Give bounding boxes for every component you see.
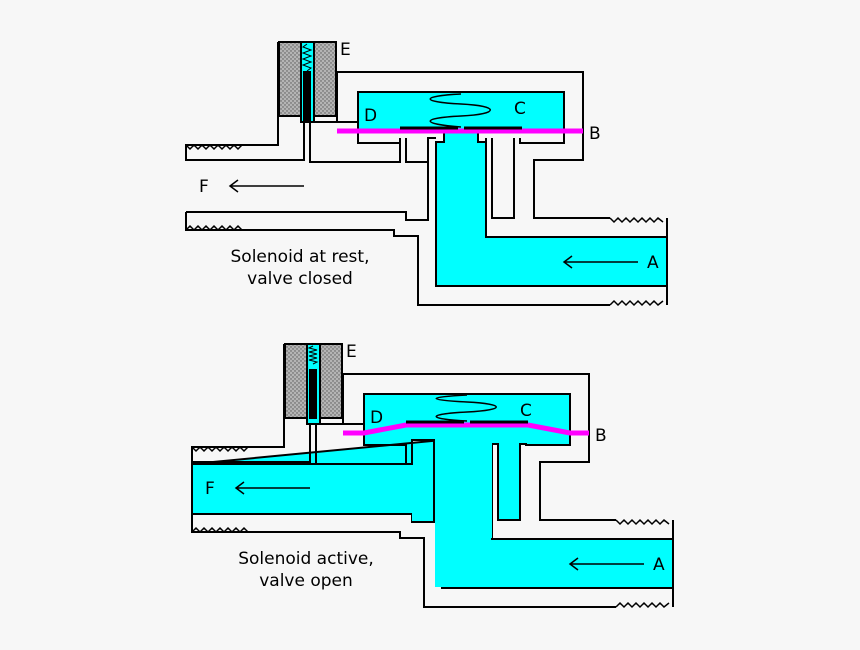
label-spring: C <box>514 99 526 119</box>
arrow-outlet <box>234 481 310 495</box>
solenoid-coil-left <box>278 41 302 117</box>
label-outlet: F <box>199 177 209 197</box>
diagram-active <box>191 343 674 609</box>
label-diaphragm: B <box>589 124 601 144</box>
outlet-upper-wall <box>191 344 311 463</box>
outlet-channel <box>193 465 433 521</box>
outlet-upper-wall <box>185 42 305 161</box>
main-spring <box>435 394 497 422</box>
solenoid-coil-left <box>284 343 308 419</box>
arrow-outlet <box>228 179 304 193</box>
thread-right-top <box>615 518 670 526</box>
solenoid-coil-right <box>313 41 337 117</box>
label-diaphragm: B <box>595 426 607 446</box>
label-inlet: A <box>647 253 659 273</box>
pilot-passage <box>309 122 401 163</box>
thread-right-bottom <box>615 601 670 609</box>
plunger <box>309 369 317 419</box>
plunger-spring <box>301 43 313 72</box>
caption-line-2: valve open <box>259 571 353 591</box>
arrow-inlet <box>562 255 638 269</box>
main-spring <box>429 93 491 128</box>
thread-right-bottom <box>609 299 664 307</box>
plunger <box>303 71 311 123</box>
label-pilot: D <box>364 106 377 126</box>
central-column <box>435 433 492 587</box>
diaphragm <box>343 422 589 436</box>
caption-line-1: Solenoid at rest, <box>231 247 370 267</box>
thread-left-bottom <box>191 526 249 534</box>
solenoid-coil-right <box>319 343 343 419</box>
inlet-channel <box>435 131 668 287</box>
caption-line-2: valve closed <box>247 269 353 289</box>
arrow-inlet <box>568 557 644 571</box>
upper-chamber <box>357 91 565 131</box>
plunger-spring <box>307 345 319 365</box>
label-pilot: D <box>370 408 383 428</box>
thread-left-bottom <box>185 224 243 232</box>
thread-left-top <box>191 445 249 453</box>
label-inlet: A <box>653 555 665 575</box>
thread-left-top <box>185 143 243 151</box>
label-spring: C <box>520 401 532 421</box>
diagram-rest <box>185 41 668 307</box>
label-outlet: F <box>205 479 215 499</box>
outlet-lower-wall <box>186 142 429 221</box>
valve-body-outer <box>343 373 616 521</box>
thread-right-top <box>609 216 664 224</box>
label-solenoid: E <box>346 342 357 362</box>
caption-line-1: Solenoid active, <box>238 549 374 569</box>
valve-body-outer <box>337 71 610 219</box>
label-solenoid: E <box>340 40 351 60</box>
